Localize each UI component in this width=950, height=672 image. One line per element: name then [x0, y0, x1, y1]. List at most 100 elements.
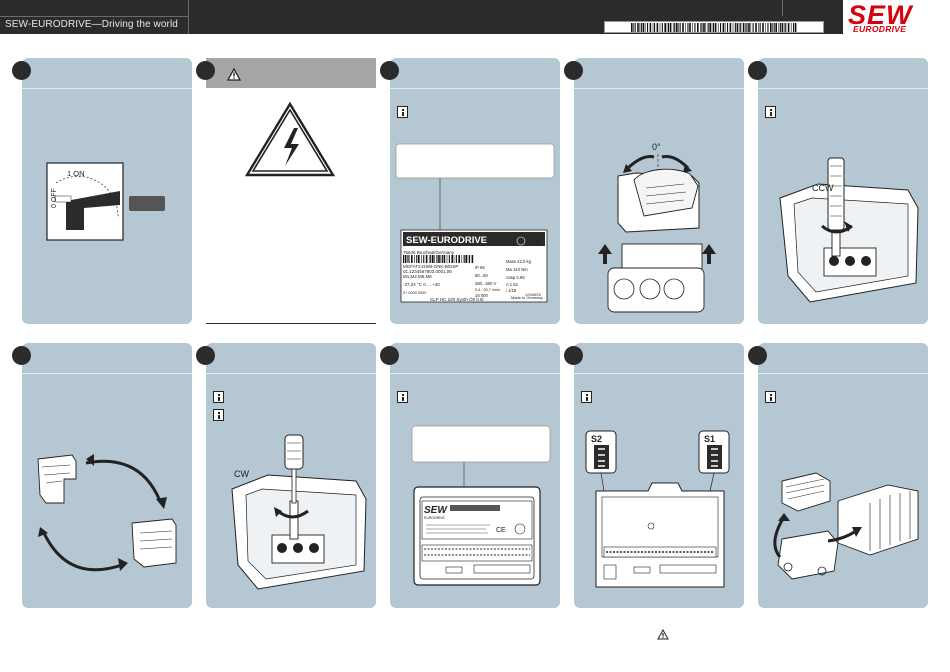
barcode-bar — [713, 23, 715, 32]
barcode-bar — [758, 23, 759, 32]
barcode-bar — [639, 23, 641, 32]
callout-box — [411, 425, 551, 463]
terminal-ccw-illustration: CCW — [779, 157, 919, 303]
svg-text:IP 66: IP 66 — [475, 265, 485, 270]
barcode-graphic — [631, 23, 797, 32]
electronics-label-illustration: SEW EURODRIVE CE — [411, 425, 551, 586]
barcode-bar — [403, 255, 405, 263]
barcode-bar — [633, 23, 634, 32]
svg-text:i 1/18: i 1/18 — [506, 288, 517, 293]
barcode-bar — [436, 255, 438, 263]
sew-logo: SEW EURODRIVE — [848, 2, 946, 34]
lock-padlock-icon — [129, 196, 165, 211]
barcode-bar — [762, 23, 764, 32]
barcode-bar — [455, 255, 457, 263]
barcode-bar — [647, 23, 649, 32]
barcode-bar — [404, 255, 407, 263]
barcode-bar — [689, 23, 691, 32]
label-brand-sub: EURODRIVE — [424, 516, 445, 520]
barcode-bar — [458, 255, 460, 263]
barcode-bar — [467, 255, 469, 263]
ul-mark-icon — [516, 236, 526, 246]
svg-text:12345678: 12345678 — [525, 293, 541, 297]
barcode-bar — [674, 23, 676, 32]
rotate-arrow — [85, 459, 162, 502]
ce-mark-icon: CE — [531, 239, 541, 246]
barcode-bar — [705, 23, 707, 32]
barcode-bar — [416, 255, 418, 263]
nameplate-model: MGFAT2-DSM-GNK-B/DSP — [403, 264, 458, 269]
barcode-bar — [711, 23, 713, 32]
step-marker — [564, 61, 583, 80]
barcode-bar — [793, 23, 795, 32]
barcode-bar — [668, 23, 670, 32]
barcode-bar — [440, 255, 442, 263]
barcode-bar — [727, 23, 729, 32]
barcode-bar — [685, 23, 686, 32]
barcode-bar — [441, 255, 443, 263]
screwdriver-icon — [284, 434, 304, 470]
barcode-bar — [408, 255, 410, 263]
hand-graphic — [633, 168, 699, 217]
label-brand: SEW — [424, 505, 448, 516]
svg-text:Mass 22,0 kg: Mass 22,0 kg — [506, 259, 532, 264]
barcode-bar — [736, 23, 739, 32]
dip-switch-illustration: S2 S1 — [585, 430, 730, 588]
barcode-bar — [700, 23, 701, 32]
barcode-bar — [471, 255, 474, 263]
barcode-bar — [451, 255, 453, 263]
barcode-bar — [752, 23, 754, 32]
barcode-bar — [781, 23, 784, 32]
barcode-bar — [790, 23, 792, 32]
header-tagline: SEW-EURODRIVE—Driving the world — [5, 19, 178, 30]
info-icon — [213, 391, 224, 403]
barcode-bar — [654, 23, 656, 32]
angle-label: 0° — [652, 142, 661, 152]
nameplate-barcode — [403, 255, 474, 263]
barcode-bar — [421, 255, 422, 263]
barcode-bar — [446, 255, 448, 263]
barcode-bar — [750, 23, 752, 32]
barcode-bar — [679, 23, 681, 32]
barcode-bar — [794, 23, 797, 32]
barcode-bar — [738, 23, 740, 32]
nameplate-brand: SEW-EURODRIVE — [406, 235, 487, 246]
barcode-bar — [687, 23, 689, 32]
step-marker — [748, 346, 767, 365]
barcode-bar — [425, 255, 428, 263]
barcode-bar — [787, 23, 790, 32]
barcode-bar — [785, 23, 787, 32]
svg-text:A 1.52: A 1.52 — [506, 282, 519, 287]
barcode-bar — [692, 23, 693, 32]
barcode-bar — [734, 23, 736, 32]
barcode-bar — [448, 255, 450, 263]
header-divider — [782, 0, 783, 16]
barcode-bar — [714, 23, 717, 32]
barcode-bar — [765, 23, 766, 32]
barcode-bar — [652, 23, 654, 32]
barcode-bar — [746, 23, 748, 32]
ce-mark-icon: CE — [496, 527, 506, 534]
barcode-bar — [720, 23, 722, 32]
barcode-bar — [694, 23, 696, 32]
barcode-bar — [772, 23, 773, 32]
plug-module-icon — [777, 530, 839, 580]
document-barcode — [604, 21, 824, 33]
connector-block — [607, 267, 705, 313]
plug-rotation-illustration — [37, 454, 177, 572]
barcode-bar — [432, 255, 434, 263]
terminal-strip — [421, 544, 533, 562]
barcode-bar — [745, 23, 746, 32]
barcode-bar — [778, 23, 780, 32]
barcode-bar — [649, 23, 652, 32]
barcode-bar — [672, 23, 674, 32]
barcode-bar — [707, 23, 709, 32]
info-icon — [213, 409, 224, 421]
barcode-bar — [775, 23, 777, 32]
module-swap-illustration — [773, 472, 919, 580]
step-marker — [12, 346, 31, 365]
barcode-bar — [434, 255, 435, 263]
barcode-bar — [779, 23, 781, 32]
step-marker — [380, 346, 399, 365]
barcode-bar — [729, 23, 732, 32]
